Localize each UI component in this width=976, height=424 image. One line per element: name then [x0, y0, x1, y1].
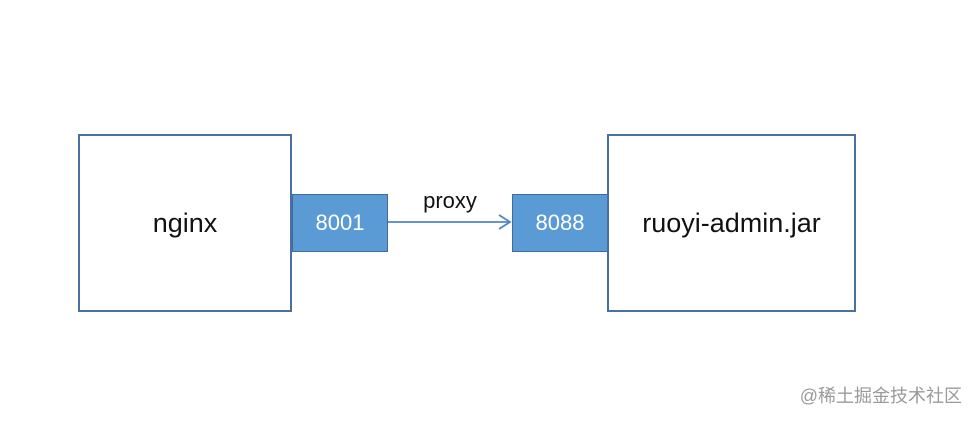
nginx-port-box: 8001: [292, 194, 388, 252]
nginx-node: nginx: [78, 134, 292, 312]
ruoyi-port-label: 8088: [535, 210, 585, 235]
proxy-arrow-head: [498, 214, 512, 230]
nginx-port-label: 8001: [315, 210, 365, 235]
nginx-node-label: nginx: [152, 207, 218, 238]
proxy-edge-label: proxy: [423, 188, 477, 213]
ruoyi-port-box: 8088: [512, 194, 608, 252]
watermark-text: @稀土掘金技术社区: [799, 386, 962, 406]
ruoyi-admin-node: ruoyi-admin.jar: [607, 134, 856, 312]
proxy-arrow: [388, 214, 512, 230]
ruoyi-admin-node-label: ruoyi-admin.jar: [642, 207, 821, 238]
